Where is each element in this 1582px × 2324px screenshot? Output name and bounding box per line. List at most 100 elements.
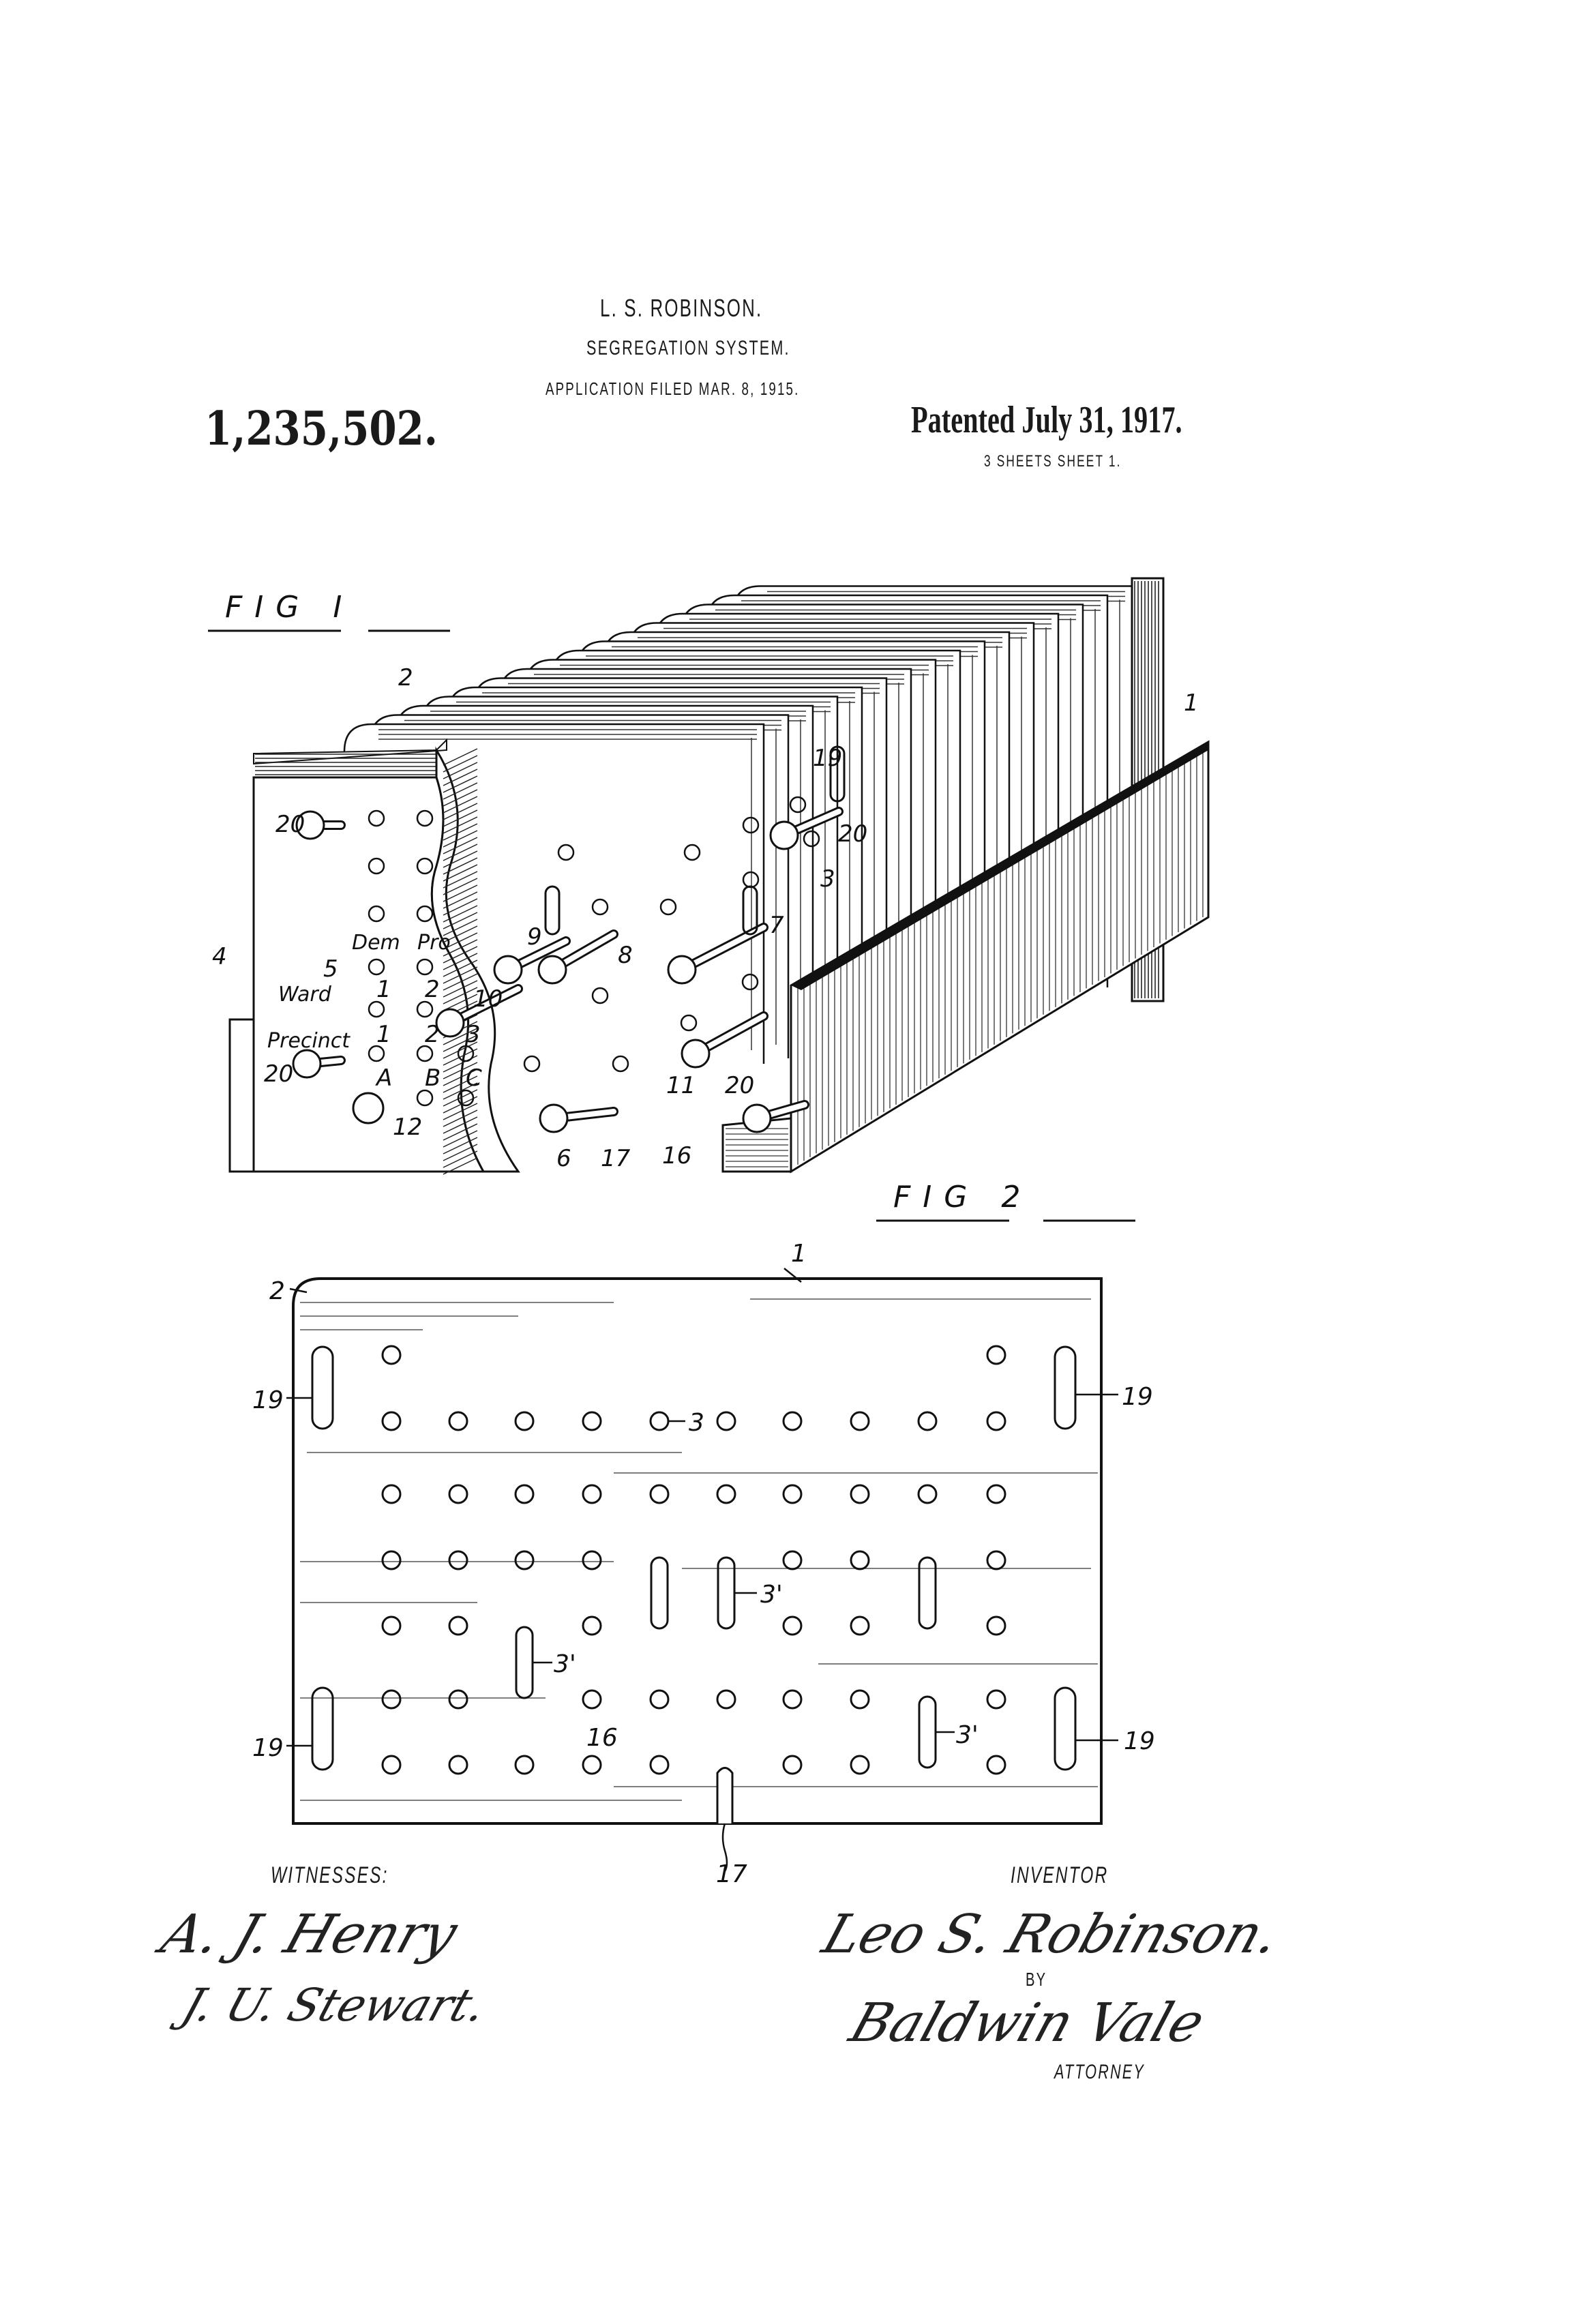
card-hole (368, 958, 385, 976)
index-hole (448, 1689, 468, 1710)
application-filed-date: APPLICATION FILED MAR. 8, 1915. (546, 378, 800, 399)
card-hole (523, 1055, 541, 1073)
patented-date: Patented July 31, 1917. (911, 399, 1182, 441)
figure-1-reference-label: 3 (466, 1021, 481, 1048)
figure-1-reference-label: 11 (666, 1072, 696, 1099)
section-hatch (443, 973, 478, 991)
figure-1-reference-label: 20 (275, 811, 305, 838)
inventor-label: INVENTOR (1011, 1862, 1109, 1888)
section-hatch (443, 803, 478, 820)
leader-line (289, 1287, 308, 1294)
index-hole (448, 1755, 468, 1775)
index-hole (917, 1484, 938, 1504)
figure-1-caption-text: FIG I (225, 590, 354, 625)
card-slot (742, 885, 758, 936)
card-hole (457, 1089, 475, 1107)
index-hole (582, 1689, 602, 1710)
invention-title: SEGREGATION SYSTEM. (586, 337, 790, 359)
index-hole (582, 1755, 602, 1775)
figure-1-reference-label: C (466, 1064, 482, 1092)
index-hole (381, 1411, 402, 1431)
figure-1-reference-label: Pro (417, 931, 451, 955)
index-hole (582, 1615, 602, 1636)
slot-19 (311, 1345, 334, 1430)
index-hole (782, 1689, 803, 1710)
pin-knob (493, 955, 523, 985)
section-hatch (443, 891, 478, 909)
card-hole (416, 1089, 434, 1107)
section-hatch (443, 1157, 478, 1175)
pin-knob (539, 1103, 569, 1133)
figure-1-reference-label: 12 (393, 1114, 422, 1141)
figure-1-reference-label: 7 (769, 912, 784, 939)
section-hatch (443, 932, 478, 950)
section-hatch (443, 1096, 478, 1114)
figure-1-reference-label: Dem (352, 931, 400, 955)
index-hole (986, 1411, 1006, 1431)
figure-2-reference-label: 2 (269, 1277, 285, 1305)
section-hatch (443, 871, 478, 889)
inventor-signature: Leo S. Robinson. (815, 1904, 1287, 1965)
index-hole (850, 1755, 870, 1775)
section-hatch (443, 1109, 478, 1127)
card-slot (544, 885, 561, 936)
index-hole (582, 1484, 602, 1504)
section-hatch (443, 966, 478, 984)
section-hatch (443, 884, 478, 902)
section-hatch (443, 748, 478, 766)
figure-1-reference-label: 17 (601, 1145, 631, 1172)
index-hole (514, 1550, 535, 1570)
figure-1-reference-label: Ward (278, 983, 332, 1007)
card-hole (591, 987, 609, 1004)
section-hatch (443, 857, 478, 875)
card-hole (368, 905, 385, 923)
section-hatch (443, 796, 478, 814)
index-hole (381, 1689, 402, 1710)
section-hatch (443, 823, 478, 841)
index-hole (850, 1411, 870, 1431)
card-hole (457, 1045, 475, 1062)
tray-rim (791, 742, 1208, 990)
section-hatch (443, 1028, 478, 1045)
figure-1-reference-label: 2 (425, 976, 440, 1003)
slot-3-prime (650, 1556, 669, 1630)
index-hole (514, 1755, 535, 1775)
section-hatch (443, 755, 478, 773)
figure-2-reference-label: 17 (716, 1860, 747, 1888)
card-hole (612, 1055, 629, 1073)
figure-1-reference-label: 20 (725, 1072, 754, 1099)
section-hatch (443, 769, 478, 786)
section-hatch (443, 1103, 478, 1120)
index-card-plate (292, 1277, 1103, 1825)
figure-1-reference-label: 6 (556, 1145, 571, 1172)
card-hole (591, 898, 609, 916)
section-hatch (443, 1062, 478, 1079)
card-hole (416, 905, 434, 923)
index-hole (850, 1689, 870, 1710)
attorney-label: ATTORNEY (1054, 2061, 1145, 2083)
figure-1-reference-label: A (375, 1064, 392, 1092)
card-hole (416, 958, 434, 976)
leader-line (783, 1268, 802, 1283)
section-hatch (443, 837, 478, 854)
figure-2-reference-label: 3 (689, 1409, 704, 1437)
section-hatch (443, 946, 478, 964)
pin-knob-12 (352, 1092, 385, 1124)
slot-19 (1054, 1686, 1077, 1771)
pin-knob (667, 955, 697, 985)
index-hole (716, 1689, 736, 1710)
index-hole (448, 1615, 468, 1636)
figure-1-reference-label: 2 (425, 1021, 440, 1048)
index-hole (381, 1345, 402, 1365)
section-hatch (443, 994, 478, 1011)
figure-1-reference-label: 8 (618, 942, 633, 969)
index-hole (782, 1615, 803, 1636)
index-hole (649, 1755, 670, 1775)
card-hole (659, 898, 677, 916)
section-hatch (443, 782, 478, 800)
figure-1-reference-label: 1 (376, 976, 391, 1003)
figure-2-reference-label: 3' (760, 1581, 783, 1609)
section-hatch (443, 1082, 478, 1100)
